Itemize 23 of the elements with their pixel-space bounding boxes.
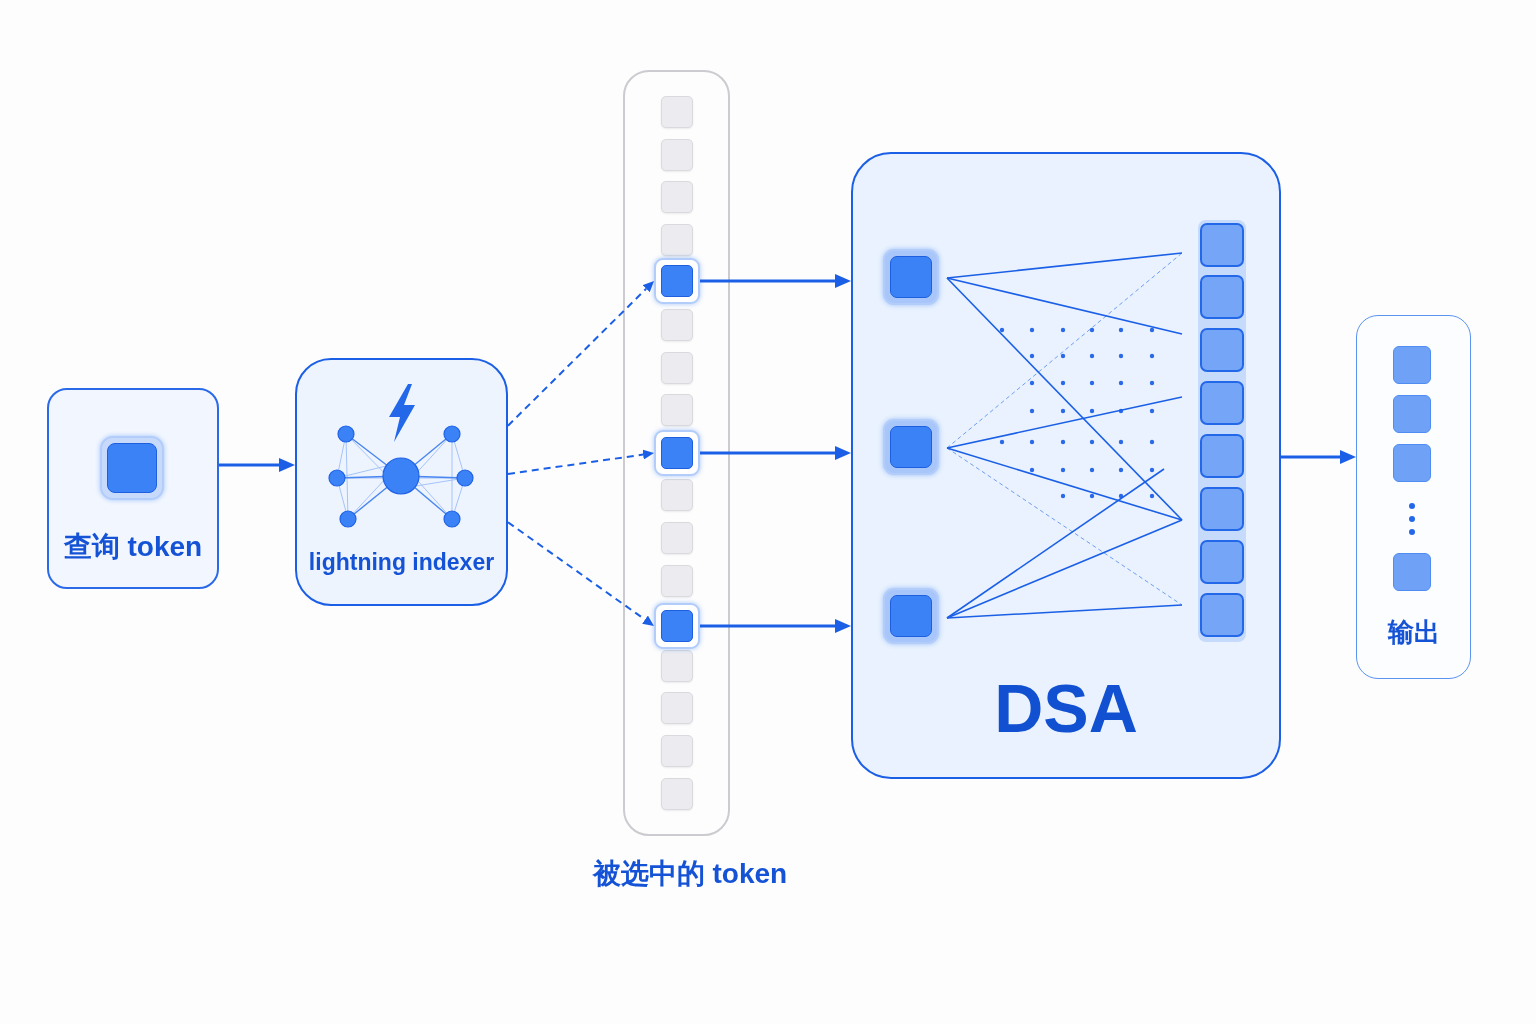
- arrow: [700, 619, 851, 633]
- square-icon: [654, 430, 700, 476]
- square-icon: [882, 587, 939, 644]
- node-label: 被选中的 token: [592, 857, 788, 891]
- arrow: [1281, 450, 1356, 464]
- node-label: 查询 token: [63, 530, 203, 564]
- process-box: [295, 358, 508, 606]
- dashed-arrow: [507, 521, 654, 626]
- node-label: DSA: [994, 673, 1138, 742]
- output-box: [1356, 315, 1471, 679]
- process-box: [47, 388, 219, 589]
- arrow: [700, 274, 851, 288]
- node-label: 输出: [1387, 618, 1440, 649]
- dashed-arrow: [507, 280, 654, 427]
- module-box: [851, 152, 1281, 779]
- square-icon: [654, 258, 700, 304]
- arrow: [700, 446, 851, 460]
- square-icon: [882, 248, 939, 305]
- square-icon: [654, 603, 700, 649]
- arrow: [219, 458, 295, 472]
- square-icon: [882, 418, 939, 475]
- dashed-arrow: [507, 449, 654, 475]
- node-label: lightning indexer: [308, 549, 495, 576]
